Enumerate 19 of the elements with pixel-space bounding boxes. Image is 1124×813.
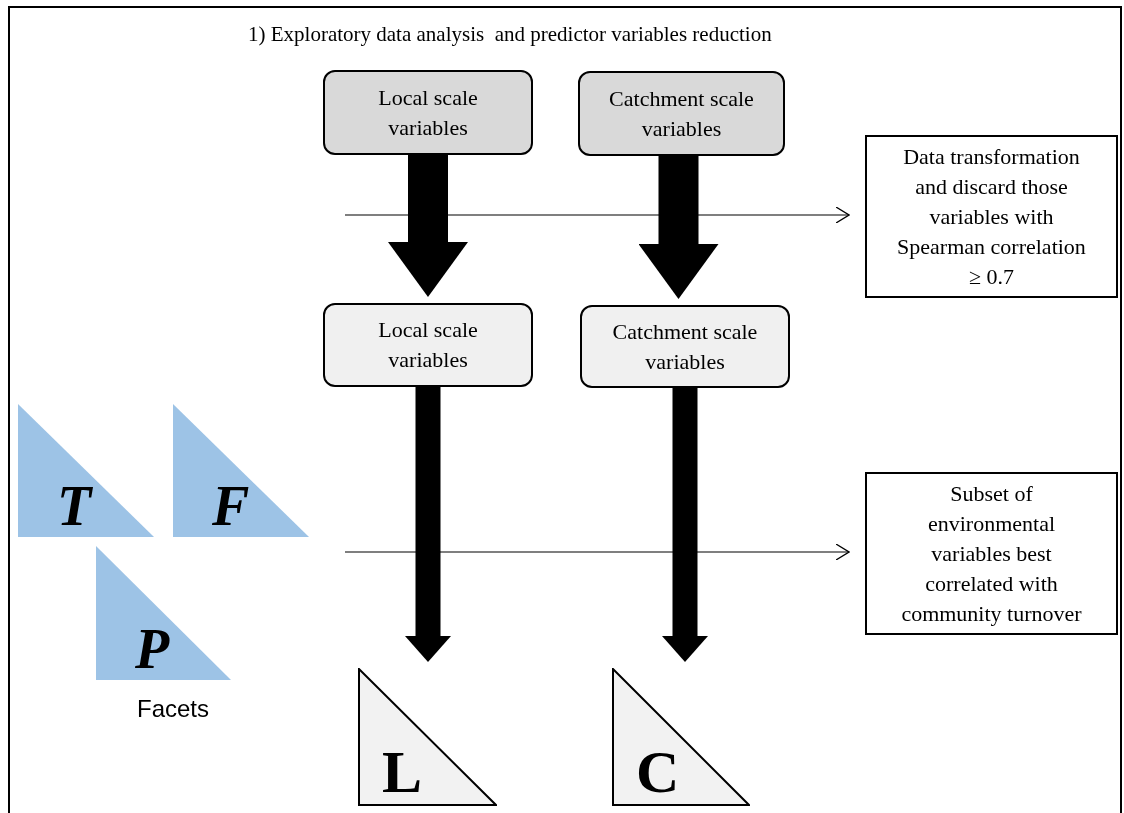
triangle-letter: L: [382, 742, 423, 802]
note-box: Data transformation and discard those variables with Spearman correlation ≥ 0.7: [865, 135, 1118, 298]
process-box: Local scale variables: [323, 70, 533, 155]
thick-arrow: [662, 388, 708, 662]
process-box: Catchment scale variables: [580, 305, 790, 388]
triangle-letter: P: [135, 621, 170, 677]
thick-arrow: [388, 155, 468, 297]
arrow: [344, 206, 850, 224]
caption-label: Facets: [137, 694, 210, 724]
triangle-letter: F: [212, 478, 250, 534]
triangle-letter: C: [636, 742, 680, 802]
process-box: Local scale variables: [323, 303, 533, 387]
process-box: Catchment scale variables: [578, 71, 785, 156]
title: 1) Exploratory data analysis and predictor variables reduction: [248, 21, 772, 48]
triangle-letter: T: [57, 478, 92, 534]
thick-arrow: [405, 387, 451, 662]
thick-arrow: [638, 156, 719, 299]
note-box: Subset of environmental variables best correlated with community turnover: [865, 472, 1118, 635]
arrow: [344, 543, 850, 561]
